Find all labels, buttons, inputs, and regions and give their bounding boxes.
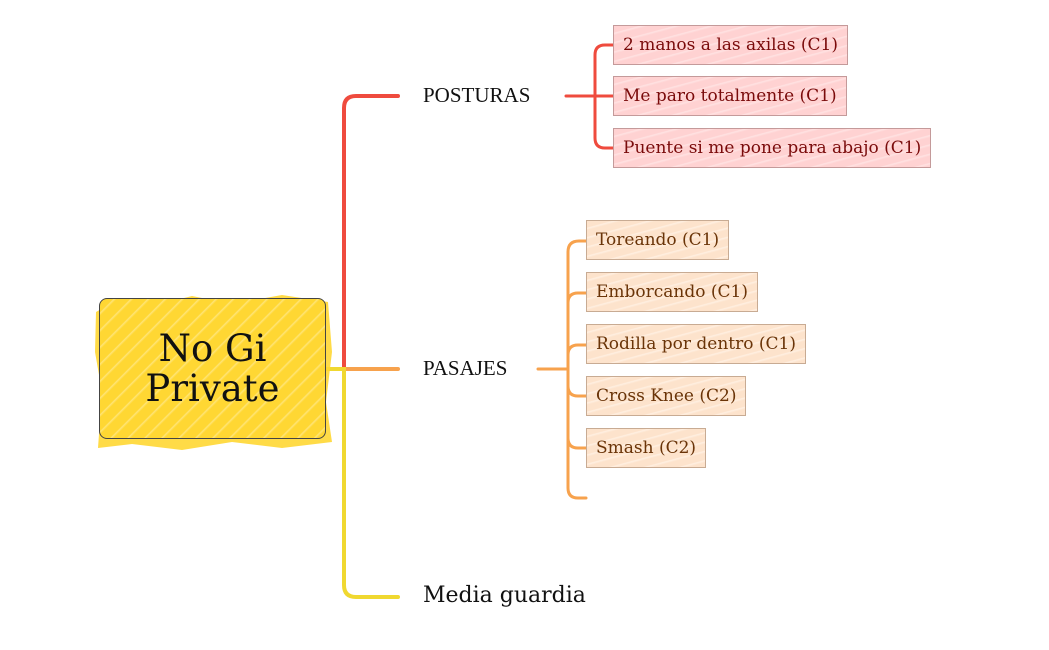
connector-posturas-children: [564, 43, 616, 150]
leaf-rodilla-por-dentro[interactable]: Rodilla por dentro (C1): [586, 324, 806, 364]
connector-media-guardia: [324, 367, 400, 599]
leaf-emborcando[interactable]: Emborcando (C1): [586, 272, 758, 312]
branch-posturas[interactable]: POSTURAS: [423, 83, 531, 107]
branch-media-guardia[interactable]: Media guardia: [423, 583, 586, 608]
connector-pasajes-children: [536, 239, 589, 500]
root-topic[interactable]: No Gi Private: [99, 298, 326, 439]
leaf-smash[interactable]: Smash (C2): [586, 428, 707, 468]
branch-pasajes[interactable]: PASAJES: [423, 356, 508, 380]
leaf-cross-knee[interactable]: Cross Knee (C2): [586, 376, 747, 416]
connector-posturas: [324, 94, 400, 371]
leaf-manos-axilas[interactable]: 2 manos a las axilas (C1): [613, 25, 848, 65]
leaf-toreando[interactable]: Toreando (C1): [586, 220, 730, 260]
root-topic-label: No Gi Private: [145, 326, 280, 410]
leaf-puente[interactable]: Puente si me pone para abajo (C1): [613, 128, 932, 168]
leaf-me-paro[interactable]: Me paro totalmente (C1): [613, 76, 847, 116]
